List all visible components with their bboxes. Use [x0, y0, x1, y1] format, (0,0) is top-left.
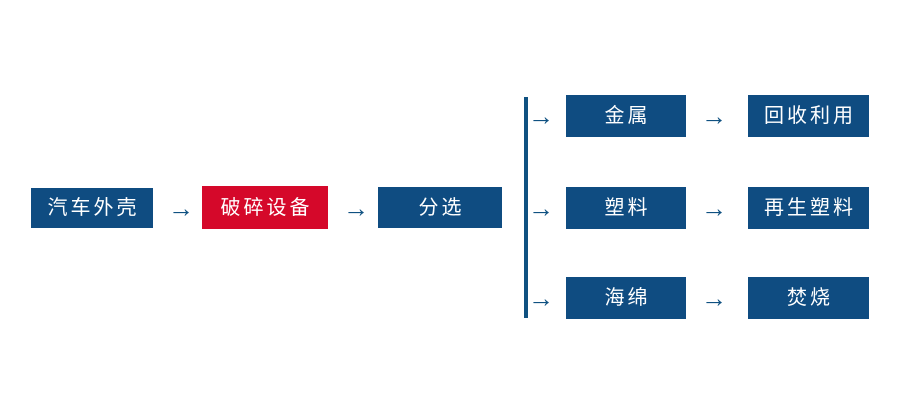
arrow-right-icon-metal-to-recycle: →: [701, 101, 727, 131]
split-connector-line: [524, 97, 528, 318]
node-sorting[interactable]: 分选: [378, 187, 502, 228]
arrow-right-icon-shell-to-shredder: →: [168, 193, 194, 223]
arrow-right-icon-sponge-to-incineration: →: [701, 283, 727, 313]
arrow-right-icon-shredder-to-sorting: →: [343, 193, 369, 223]
arrow-right-icon-branch-plastic: →: [528, 193, 554, 223]
node-incineration[interactable]: 焚烧: [748, 277, 869, 319]
node-plastic[interactable]: 塑料: [566, 187, 686, 229]
node-car-shell[interactable]: 汽车外壳: [31, 188, 153, 228]
arrow-right-icon-branch-metal: →: [528, 101, 554, 131]
node-regenerated-plastic[interactable]: 再生塑料: [748, 187, 869, 229]
arrow-right-icon-branch-sponge: →: [528, 283, 554, 313]
node-sponge[interactable]: 海绵: [566, 277, 686, 319]
node-metal[interactable]: 金属: [566, 95, 686, 137]
node-shredder-equipment[interactable]: 破碎设备: [202, 186, 328, 229]
node-recycle-reuse[interactable]: 回收利用: [748, 95, 869, 137]
arrow-right-icon-plastic-to-regenerated: →: [701, 193, 727, 223]
